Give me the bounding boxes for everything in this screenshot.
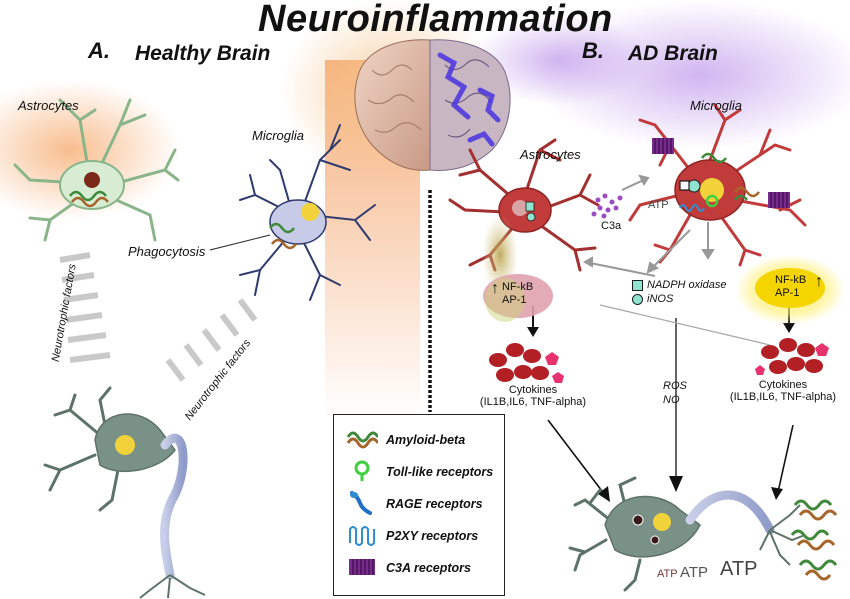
panel-b-heading: AD Brain <box>628 42 718 65</box>
tf-right-ap1: AP-1 <box>775 287 800 299</box>
atp-large: ATP <box>720 558 758 580</box>
legend-c3a-receptors: C3A receptors <box>386 561 471 575</box>
label-ad-microglia: Microglia <box>690 98 743 113</box>
healthy-neuron-axon <box>160 433 188 580</box>
label-healthy-microglia: Microglia <box>252 128 305 143</box>
label-atp-microglia: ATP <box>648 199 669 211</box>
label-no: NO <box>663 394 680 406</box>
cytokines-left-title: Cytokines <box>508 384 558 396</box>
ad-neuron-body <box>604 495 701 558</box>
amyloid-plaque-cluster <box>790 499 838 581</box>
inos-icon <box>632 294 643 305</box>
nadph-oxidase-icon <box>632 280 643 291</box>
amyloid-beta-icon <box>346 431 378 449</box>
label-cytokines-left: Cytokines (IL1B,IL6, TNF-alpha) <box>468 384 598 408</box>
ad-neuron <box>568 476 642 592</box>
cytokines-right-arrow <box>777 424 794 493</box>
figure-title: Neuroinflammation <box>258 0 613 40</box>
label-cytokines-right: Cytokines (IL1B,IL6, TNF-alpha) <box>718 379 848 403</box>
cytokines-right-title: Cytokines <box>758 379 808 391</box>
ad-astrocyte-nucleus <box>512 200 528 216</box>
label-inos: iNOS <box>647 293 674 305</box>
toll-like-receptor-icon <box>705 194 719 208</box>
c3a-molecules <box>591 193 623 219</box>
healthy-microglia-body <box>269 199 327 245</box>
ad-neuron-vacuole <box>632 514 644 526</box>
label-ros: ROS <box>663 380 687 392</box>
tf-left-oval-glow <box>485 278 525 322</box>
legend-toll-like-receptors: Toll-like receptors <box>386 465 494 479</box>
phagocytosis-pointer <box>209 234 271 251</box>
toll-like-receptor-icon <box>687 179 701 193</box>
legend-amyloid-beta: Amyloid-beta <box>386 433 466 447</box>
c3a-receptor-icon <box>349 559 375 575</box>
panel-a-letter: A. <box>88 38 110 63</box>
neurotrophic-beam-left <box>59 252 111 363</box>
label-healthy-astrocytes: Astrocytes <box>18 98 79 113</box>
label-nadph-oxidase: NADPH oxidase <box>647 279 727 291</box>
c3a-receptor-icon <box>652 138 674 154</box>
amyloid-beta-icon <box>69 190 109 208</box>
tf-left-arrowhead <box>527 327 539 337</box>
label-c3a: C3a <box>601 220 622 232</box>
ad-neuron-axon <box>685 490 775 535</box>
atp-small: ATP <box>657 568 678 580</box>
inos-icon <box>526 212 536 222</box>
cytokines-left-arrow <box>547 419 606 496</box>
cytokines-right-arrowhead <box>771 487 783 500</box>
tf-left-nfkb: NF-kB <box>502 281 534 293</box>
cytokines-left-cluster <box>489 343 564 383</box>
toll-like-receptor-icon <box>354 460 370 481</box>
cytokines-right-list: (IL1B,IL6, TNF-alpha) <box>729 391 837 403</box>
tf-right-up-arrow: ↑ <box>815 273 823 290</box>
healthy-microglia-nucleus <box>301 203 319 221</box>
ad-neuron-nucleus <box>653 513 671 531</box>
healthy-astrocyte-nucleus <box>84 172 100 188</box>
ad-neuron-vacuole <box>650 535 660 545</box>
tf-right-oval <box>755 268 825 308</box>
label-phagocytosis: Phagocytosis <box>128 244 206 259</box>
cytokines-left-arrowhead <box>598 486 610 502</box>
panel-b-letter: B. <box>582 38 604 63</box>
healthy-neuron <box>43 386 120 512</box>
ros-no-arrowhead <box>669 476 683 492</box>
legend: Amyloid-beta Toll-like receptors RAGE re… <box>333 414 505 596</box>
p2xy-receptor-icon <box>679 204 705 212</box>
cytokines-left-list: (IL1B,IL6, TNF-alpha) <box>479 396 587 408</box>
cytokines-right-line <box>599 304 771 346</box>
ad-neuron-terminals <box>759 504 806 566</box>
nadph-icon <box>525 201 535 212</box>
label-ad-astrocytes: Astrocytes <box>520 147 581 162</box>
legend-p2xy-receptors: P2XY receptors <box>386 529 479 543</box>
p2xy-receptor-icon <box>349 526 375 546</box>
atp-receptor-box <box>679 180 690 191</box>
panel-a-heading: Healthy Brain <box>135 42 271 65</box>
rage-receptor-icon <box>350 491 372 515</box>
amyloid-beta-icon <box>269 222 297 250</box>
glow-healthy-astro <box>0 80 180 220</box>
ad-signaling-arrows <box>582 174 715 277</box>
atp-medium: ATP <box>680 564 709 581</box>
tf-left-up-arrow: ↑ <box>491 280 499 297</box>
tf-right-nfkb: NF-kB <box>775 274 807 286</box>
legend-rage-receptors: RAGE receptors <box>386 497 483 511</box>
healthy-neuron-terminals <box>139 574 206 599</box>
tf-right-arrowhead <box>783 323 795 333</box>
ad-microglia-nucleus <box>700 178 724 202</box>
cytokines-right-cluster <box>755 338 829 375</box>
tf-left-ap1: AP-1 <box>502 294 527 306</box>
c3a-receptor-icon <box>768 192 790 208</box>
amyloid-beta-icon <box>701 152 760 201</box>
neurotrophic-beam-right <box>165 298 258 382</box>
glow-ad-top <box>470 15 650 105</box>
healthy-neuron-nucleus <box>115 435 135 455</box>
brain-illustration <box>354 39 511 171</box>
